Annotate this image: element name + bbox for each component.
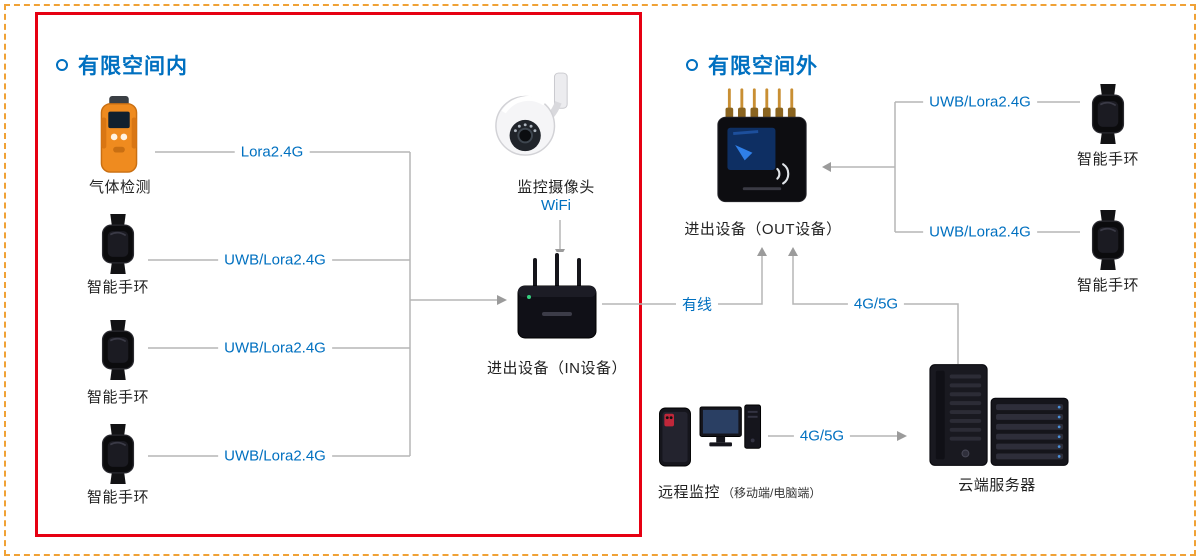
out-device-icon — [714, 84, 810, 208]
outside-zone-title-text: 有限空间外 — [708, 55, 818, 78]
camera-link-label: WiFi — [541, 197, 571, 214]
server-label: 云端服务器 — [958, 477, 1036, 494]
smart-wristband-icon — [96, 214, 140, 274]
remote-sublabel-text: （移动端/电脑端） — [722, 486, 822, 500]
remote-monitoring-label: 远程监控 （移动端/电脑端） — [658, 481, 821, 502]
inside-zone-title: 有限空间内 — [56, 50, 188, 80]
link-label-4g5g-top: 4G/5G — [847, 294, 905, 314]
link-label-wired: 有线 — [675, 292, 719, 316]
gas-detector-icon — [88, 96, 150, 174]
phone-icon — [657, 407, 693, 467]
gas-detector-label: 气体检测 — [88, 179, 152, 196]
remote-label-text: 远程监控 — [658, 484, 721, 501]
wristband-out-label-1: 智能手环 — [1076, 151, 1140, 168]
inside-zone-title-text: 有限空间内 — [78, 55, 188, 78]
arrowhead-wired-up — [757, 247, 767, 256]
in-device-icon — [512, 252, 602, 346]
out-device-label: 进出设备（OUT设备） — [684, 221, 842, 238]
wristband-out-label-2: 智能手环 — [1076, 277, 1140, 294]
wristband-label-2: 智能手环 — [86, 389, 150, 406]
link-label-uwb-out-1: UWB/Lora2.4G — [923, 92, 1037, 112]
circle-bullet-icon — [686, 59, 698, 71]
arrowhead-indevice — [497, 295, 507, 305]
inside-zone-border — [35, 12, 642, 537]
link-label-lora: Lora2.4G — [234, 142, 310, 162]
desktop-computer-icon — [699, 403, 763, 466]
cloud-server-icon — [924, 362, 1072, 468]
link-label-uwb-3: UWB/Lora2.4G — [218, 446, 332, 466]
link-label-4g5g-bottom: 4G/5G — [793, 426, 851, 446]
camera-label: 监控摄像头 — [517, 179, 595, 196]
circle-bullet-icon — [56, 59, 68, 71]
link-label-uwb-1: UWB/Lora2.4G — [218, 250, 332, 270]
in-device-label: 进出设备（IN设备） — [486, 360, 628, 377]
connector-indevice-to-outdevice — [602, 256, 763, 305]
smart-wristband-icon — [96, 424, 140, 484]
ptz-camera-icon — [492, 70, 574, 164]
smart-wristband-icon — [96, 320, 140, 380]
arrowhead-4g5g-up — [788, 247, 798, 256]
smart-wristband-icon — [1086, 84, 1130, 144]
link-label-uwb-2: UWB/Lora2.4G — [218, 338, 332, 358]
wristband-label-1: 智能手环 — [86, 279, 150, 296]
wristband-label-3: 智能手环 — [86, 489, 150, 506]
arrowhead-outdevice-left — [822, 162, 831, 172]
smart-wristband-icon — [1086, 210, 1130, 270]
outside-zone-title: 有限空间外 — [686, 50, 818, 80]
arrowhead-server-right — [897, 431, 907, 441]
link-label-uwb-out-2: UWB/Lora2.4G — [923, 222, 1037, 242]
